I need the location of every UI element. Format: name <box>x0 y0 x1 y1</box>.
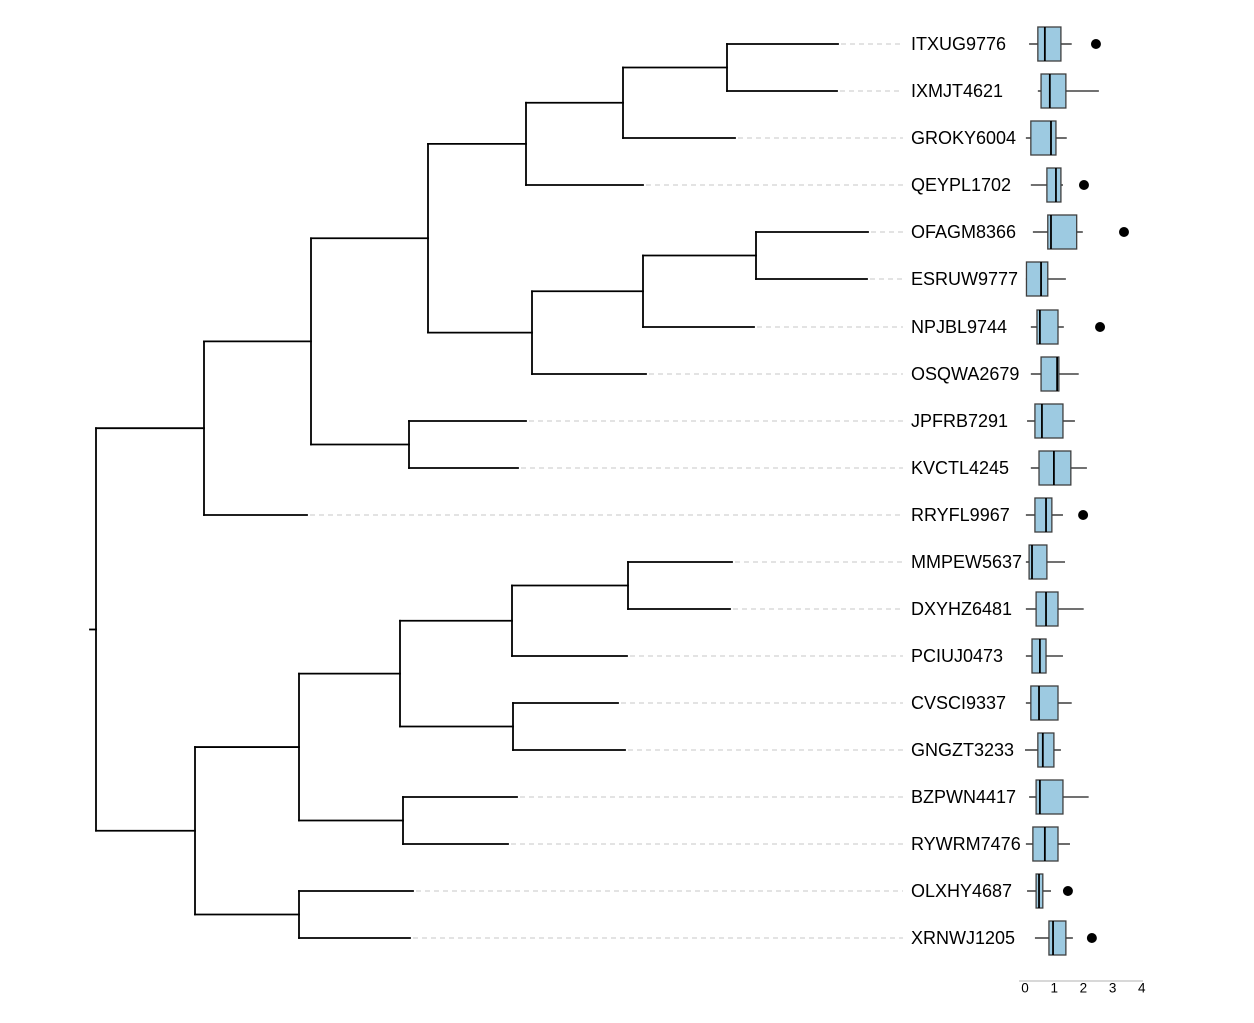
leaf-label: OSQWA2679 <box>911 364 1019 384</box>
leaf-label: DXYHZ6481 <box>911 599 1012 619</box>
outlier-dot <box>1090 39 1101 49</box>
boxplot-box <box>1034 497 1053 533</box>
leaf-label: XRNWJ1205 <box>911 928 1015 948</box>
leaf-label: CVSCI9337 <box>911 693 1006 713</box>
leaf-label: NPJBL9744 <box>911 317 1007 337</box>
boxplot-box <box>1040 356 1060 392</box>
leaf-label: PCIUJ0473 <box>911 646 1003 666</box>
leaf-label: RRYFL9967 <box>911 505 1010 525</box>
leaf-label: GROKY6004 <box>911 128 1016 148</box>
outlier-dot <box>1118 227 1129 237</box>
outlier-dot <box>1095 322 1106 332</box>
leaf-label: RYWRM7476 <box>911 834 1021 854</box>
x-axis-tick-label: 2 <box>1080 981 1088 996</box>
leaf-label: OFAGM8366 <box>911 222 1016 242</box>
boxplot-box <box>1046 167 1062 203</box>
outlier-dot <box>1062 886 1073 896</box>
x-axis-tick-label: 0 <box>1021 981 1029 996</box>
boxplot-box <box>1028 544 1048 580</box>
leaf-label: GNGZT3233 <box>911 740 1014 760</box>
boxplot-box <box>1038 450 1072 486</box>
leaf-label: QEYPL1702 <box>911 175 1011 195</box>
boxplot-box <box>1030 120 1057 156</box>
boxplot-box <box>1025 261 1049 297</box>
leaf-label: ITXUG9776 <box>911 34 1006 54</box>
leaf-label: OLXHY4687 <box>911 881 1012 901</box>
leaf-label: ESRUW9777 <box>911 269 1018 289</box>
boxplot-box <box>1035 591 1059 627</box>
x-axis-tick-label: 4 <box>1138 981 1146 996</box>
boxplot-box <box>1037 26 1062 62</box>
x-axis-tick-label: 3 <box>1109 981 1117 996</box>
leaf-label: IXMJT4621 <box>911 81 1003 101</box>
outlier-dot <box>1086 933 1097 943</box>
leaf-label: KVCTL4245 <box>911 458 1009 478</box>
boxplot-box <box>1047 214 1078 250</box>
boxplot-box <box>1037 732 1055 768</box>
boxplot-box <box>1048 920 1067 956</box>
boxplot-box <box>1030 685 1059 721</box>
leaf-label: BZPWN4417 <box>911 787 1016 807</box>
outlier-dot <box>1078 510 1089 520</box>
outlier-dot <box>1078 180 1089 190</box>
x-axis-tick-label: 1 <box>1050 981 1058 996</box>
leaf-label: JPFRB7291 <box>911 411 1008 431</box>
boxplot-box <box>1040 73 1067 109</box>
boxplot-box <box>1034 403 1064 439</box>
boxplot-box <box>1036 309 1059 345</box>
leaf-label: MMPEW5637 <box>911 552 1022 572</box>
